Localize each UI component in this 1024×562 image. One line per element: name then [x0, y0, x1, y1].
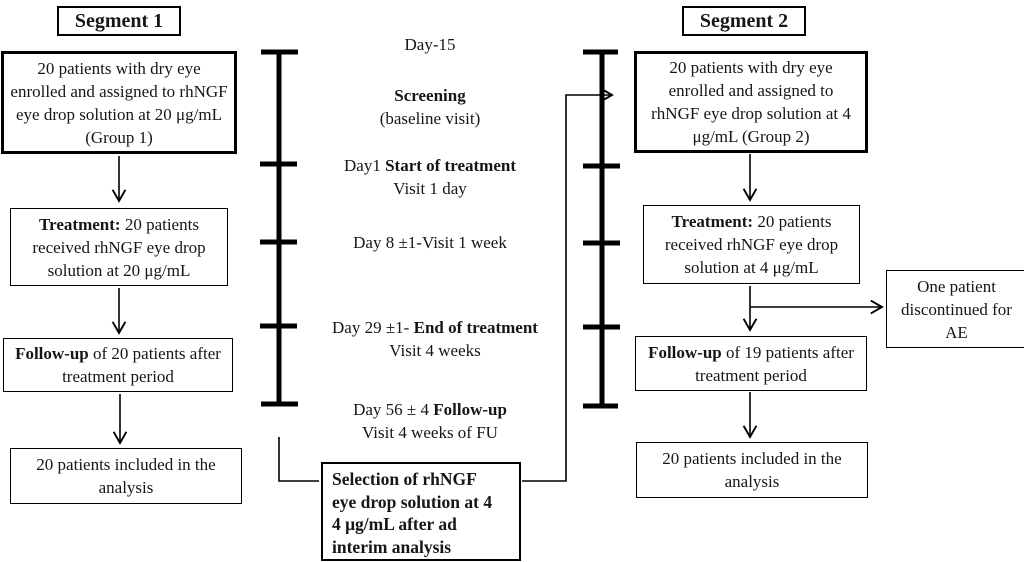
segment2-treatment-label: Treatment: — [671, 212, 754, 231]
segment1-flow-arrows — [111, 156, 128, 445]
screening-label: Screening — [394, 86, 466, 105]
day1-sub: Visit 1 day — [393, 179, 467, 198]
timeline-left — [260, 49, 298, 407]
segment2-title: Segment 2 — [699, 10, 789, 32]
segment2-enrollment-box: 20 patients with dry eye enrolled and as… — [634, 51, 868, 153]
day56-sub: Visit 4 weeks of FU — [362, 423, 498, 442]
selection-line4: interim analysis — [332, 536, 452, 557]
interim-selection-box: Selection of rhNGF eye drop solution at … — [321, 462, 521, 561]
timeline-label-day8: Day 8 ±1-Visit 1 week — [353, 233, 507, 252]
segment1-treatment-box: Treatment: 20 patients received rhNGF ey… — [10, 208, 228, 286]
segment2-followup-label: Follow-up — [648, 342, 722, 362]
segment1-enrollment-text: 20 patients with dry eye enrolled and as… — [10, 58, 228, 147]
segment2-analysis-text: 20 patients included in the analysis — [662, 449, 842, 491]
timeline-label-day1: Day1 Start of treatment Visit 1 day — [305, 154, 555, 200]
segment1-followup-label: Follow-up — [15, 344, 89, 363]
screening-sub: (baseline visit) — [379, 109, 481, 128]
segment2-analysis-box: 20 patients included in the analysis — [636, 442, 868, 498]
segment1-followup-text: Follow-up of 20 patients after treatment… — [15, 344, 221, 386]
segment1-title: Segment 1 — [74, 10, 164, 32]
segment2-treatment-box: Treatment: 20 patients received rhNGF ey… — [643, 205, 860, 284]
segment2-title-box: Segment 2 — [682, 6, 806, 36]
selection-line2: eye drop solution at 4 — [332, 491, 493, 512]
selection-line1: Selection of rhNGF — [332, 469, 477, 489]
selection-line3: 4 μg/mL after ad — [332, 514, 457, 534]
segment2-followup-text: Follow-up of 19 patients after treatment… — [648, 342, 854, 385]
segment1-analysis-text: 20 patients included in the analysis — [36, 455, 216, 497]
day29-line: Day 29 ±1- End of treatment — [332, 318, 538, 337]
day56-line: Day 56 ± 4 Follow-up — [353, 400, 507, 419]
segment2-flow-arrows — [742, 154, 884, 439]
segment1-followup-box: Follow-up of 20 patients after treatment… — [3, 338, 233, 392]
timeline-label-day15: Day-15 — [404, 35, 456, 54]
timeline-label-day56: Day 56 ± 4 Follow-up Visit 4 weeks of FU — [305, 398, 555, 444]
segment1-enrollment-box: 20 patients with dry eye enrolled and as… — [1, 51, 237, 154]
timeline-right — [583, 49, 620, 409]
segment1-title-box: Segment 1 — [57, 6, 181, 36]
timeline-label-day29: Day 29 ±1- End of treatment Visit 4 week… — [295, 316, 575, 362]
discontinued-ae-text: One patient discontinued for AE — [901, 276, 1012, 342]
segment1-analysis-box: 20 patients included in the analysis — [10, 448, 242, 504]
segment1-treatment-label: Treatment: — [39, 214, 121, 234]
day29-sub: Visit 4 weeks — [389, 341, 481, 360]
segment1-treatment-text: Treatment: 20 patients received rhNGF ey… — [32, 214, 206, 280]
segment2-enrollment-text: 20 patients with dry eye enrolled and as… — [651, 58, 851, 146]
segment2-treatment-text: Treatment: 20 patients received rhNGF ey… — [664, 212, 839, 277]
timeline-label-screening: Screening (baseline visit) — [305, 84, 555, 130]
segment2-followup-box: Follow-up of 19 patients after treatment… — [635, 336, 867, 391]
day1-line: Day1 Start of treatment — [344, 156, 516, 175]
discontinued-ae-box: One patient discontinued for AE — [886, 270, 1024, 348]
